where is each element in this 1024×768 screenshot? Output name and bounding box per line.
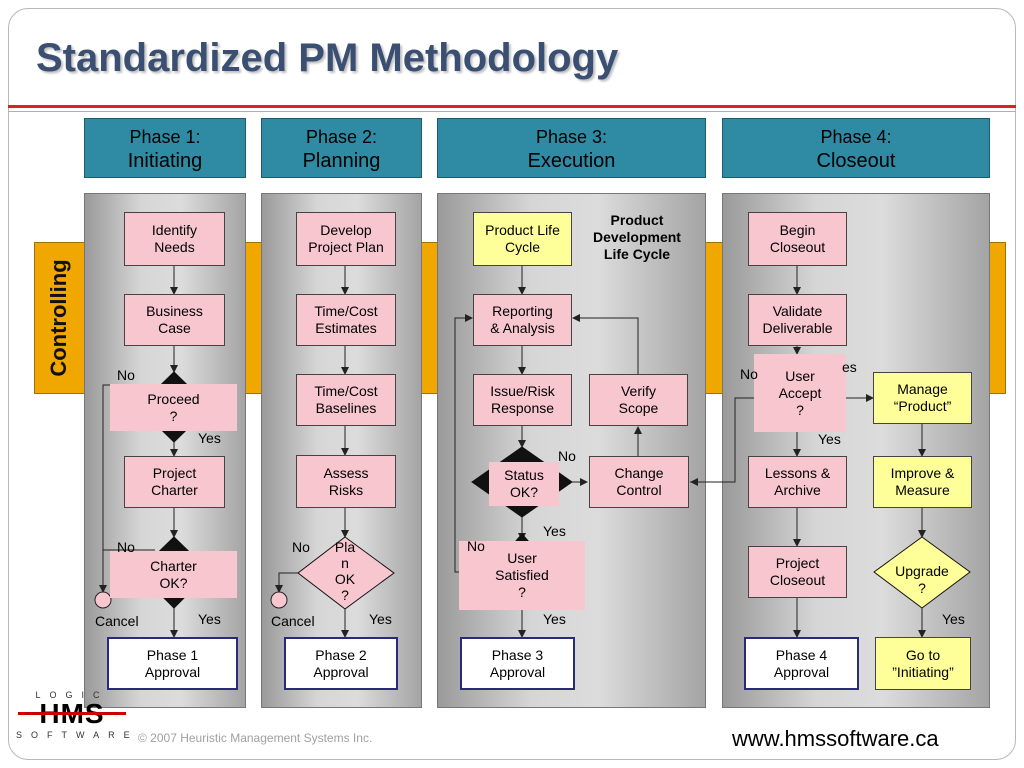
upgrade-diamond — [873, 536, 971, 609]
line-verify-reporting — [572, 314, 639, 374]
phase-1-column — [84, 193, 246, 708]
phase-4-column — [722, 193, 990, 708]
user-satisfied-label: User Satisfied ? — [459, 541, 585, 610]
title-divider-shadow — [8, 111, 1016, 112]
business-case-box: Business Case — [124, 294, 225, 346]
yes-label-c2: Yes — [369, 611, 392, 627]
project-charter-box: Project Charter — [124, 456, 225, 508]
line-change-accept — [690, 397, 754, 483]
manage-product-box: Manage “Product” — [873, 372, 972, 424]
yes-label-c3a: Yes — [543, 523, 566, 539]
phase-1-approval-box: Phase 1 Approval — [107, 637, 238, 690]
plan-ok-label: Pla n OK ? — [334, 539, 356, 603]
project-closeout-box: Project Closeout — [748, 546, 847, 598]
cancel-terminal-2 — [270, 591, 288, 609]
reporting-analysis-box: Reporting & Analysis — [473, 294, 572, 346]
copyright-text: © 2007 Heuristic Management Systems Inc. — [138, 731, 373, 745]
plan-ok-diamond — [297, 536, 395, 610]
improve-measure-box: Improve & Measure — [873, 456, 972, 508]
pdlc-caption: Product Development Life Cycle — [593, 212, 681, 262]
go-to-initiating-box: Go to ”Initiating” — [875, 637, 971, 690]
no-label-c3b: No — [467, 538, 485, 554]
phase-1-header: Phase 1:Initiating — [84, 118, 246, 178]
line-satisfied-loop — [454, 314, 473, 573]
phase-3-approval-box: Phase 3 Approval — [460, 637, 575, 690]
product-life-cycle-box: Product Life Cycle — [473, 212, 572, 266]
line-plan-no — [275, 572, 298, 593]
hms-logo: LOGIC HMS SOFTWARE — [16, 690, 139, 740]
yes-label-c1a: Yes — [198, 430, 221, 446]
yes-label-c4b: Yes — [942, 611, 965, 627]
time-cost-estimates-box: Time/Cost Estimates — [296, 294, 396, 346]
validate-deliverable-box: Validate Deliverable — [748, 294, 847, 346]
phase-3-column — [437, 193, 706, 708]
cancel-label-1: Cancel — [95, 613, 139, 629]
yes-label-c1b: Yes — [198, 611, 221, 627]
status-ok-label: Status OK? — [489, 462, 559, 506]
phase-2-header: Phase 2:Planning — [261, 118, 422, 178]
no-label-c3a: No — [558, 448, 576, 464]
no-label-c1b: No — [117, 539, 135, 555]
cancel-label-2: Cancel — [271, 613, 315, 629]
user-accept-box: User Accept ? — [754, 354, 846, 432]
change-control-box: Change Control — [589, 456, 689, 508]
upgrade-label: Upgrade ? — [895, 563, 949, 596]
no-label-c1a: No — [117, 367, 135, 383]
charter-ok-label: Charter OK? — [110, 551, 237, 598]
phase-4-approval-box: Phase 4 Approval — [744, 637, 859, 690]
phase-4-header: Phase 4:Closeout — [722, 118, 990, 178]
page-title: Standardized PM Methodology — [36, 36, 619, 80]
identify-needs-box: Identify Needs — [124, 212, 225, 266]
slide-frame — [8, 8, 1016, 760]
phase-3-header: Phase 3:Execution — [437, 118, 706, 178]
yes-label-c3b: Yes — [543, 611, 566, 627]
proceed-label: Proceed ? — [110, 384, 237, 431]
verify-scope-box: Verify Scope — [589, 374, 688, 426]
no-label-c4: No — [740, 366, 758, 382]
develop-plan-box: Develop Project Plan — [296, 212, 396, 266]
issue-risk-response-box: Issue/Risk Response — [473, 374, 572, 426]
cancel-terminal-1 — [94, 591, 112, 609]
no-label-c2: No — [292, 539, 310, 555]
yes-label-c4a: Yes — [818, 431, 841, 447]
title-divider — [8, 105, 1016, 108]
lessons-archive-box: Lessons & Archive — [748, 456, 847, 508]
phase-2-approval-box: Phase 2 Approval — [284, 637, 398, 690]
begin-closeout-box: Begin Closeout — [748, 212, 847, 266]
time-cost-baselines-box: Time/Cost Baselines — [296, 374, 396, 426]
yes-label-c4-top: es — [842, 359, 857, 375]
website-url: www.hmssoftware.ca — [732, 726, 939, 751]
assess-risks-box: Assess Risks — [296, 455, 396, 508]
